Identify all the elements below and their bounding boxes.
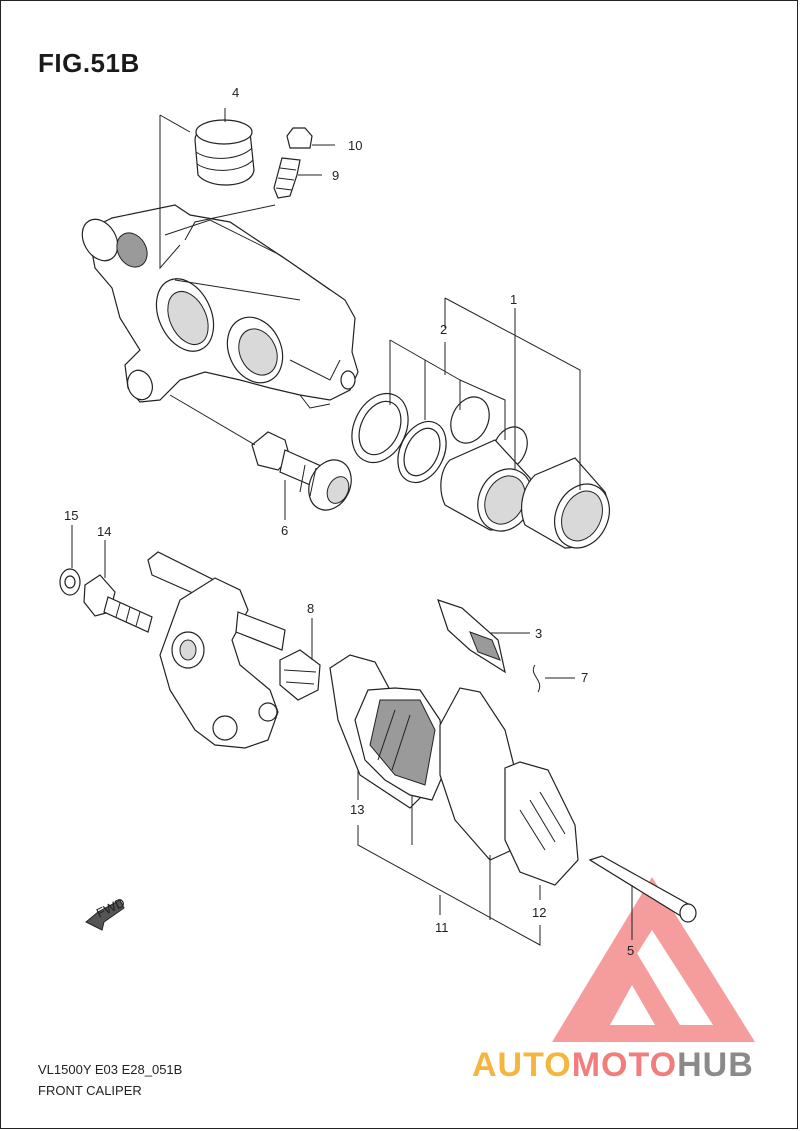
- callout-6: 6: [281, 523, 288, 538]
- watermark-text: AUTOMOTOHUB: [472, 1046, 754, 1085]
- pad-pin: [588, 855, 697, 923]
- callout-4: 4: [232, 85, 239, 100]
- watermark-moto: MOTO: [571, 1046, 678, 1084]
- boot: [194, 119, 255, 186]
- watermark-hub: HUB: [677, 1046, 754, 1084]
- figure-code: VL1500Y E03 E28_051B: [38, 1062, 183, 1077]
- forward-arrow-icon: FWD: [85, 895, 127, 931]
- pad-clip: [532, 664, 541, 693]
- callout-7: 7: [581, 670, 588, 685]
- callout-15: 15: [64, 508, 78, 523]
- watermark-auto: AUTO: [472, 1046, 572, 1084]
- callout-9: 9: [332, 168, 339, 183]
- pad-shim: [437, 599, 506, 674]
- callout-3: 3: [535, 626, 542, 641]
- piston-seals: [351, 392, 528, 484]
- callout-labels: 1 2 3 4 5 6 7 8 9 10 11 12 13 14 15: [64, 85, 634, 958]
- pistons: [440, 439, 610, 549]
- caliper-body: [81, 204, 359, 409]
- callout-8: 8: [307, 601, 314, 616]
- callout-5: 5: [627, 943, 634, 958]
- callout-2: 2: [440, 322, 447, 337]
- figure-name: FRONT CALIPER: [38, 1083, 142, 1098]
- callout-11: 11: [435, 920, 449, 935]
- callout-1: 1: [510, 292, 517, 307]
- callout-13: 13: [350, 802, 364, 817]
- callout-14: 14: [97, 524, 111, 539]
- bleeder-cap: [286, 127, 313, 149]
- brake-pads: [329, 654, 579, 886]
- bleeder-valve: [273, 157, 301, 199]
- callout-10: 10: [348, 138, 362, 153]
- leader-lines: [71, 108, 633, 946]
- pad-spring: [279, 649, 321, 701]
- figure-title: FIG.51B: [38, 48, 140, 78]
- watermark-logo: [552, 877, 755, 1042]
- slide-pin-bolt: [251, 431, 352, 511]
- mounting-bolt: [83, 574, 153, 633]
- callout-12: 12: [532, 905, 546, 920]
- caliper-bracket: [147, 551, 286, 749]
- washer: [59, 568, 81, 596]
